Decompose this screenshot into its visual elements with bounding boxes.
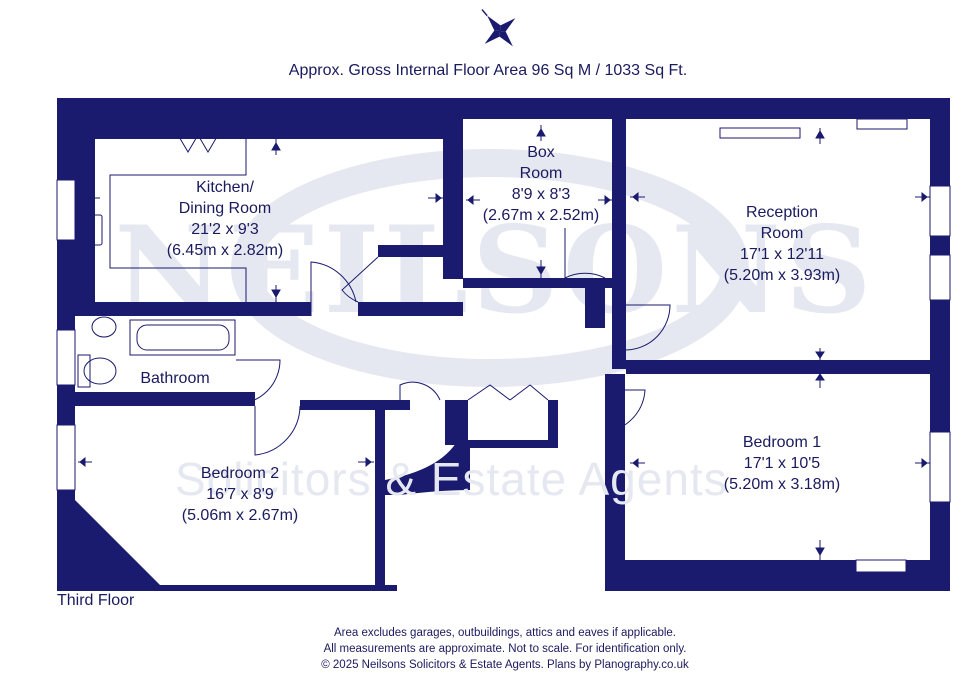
room-name: Bathroom <box>140 370 210 387</box>
room-dimensions-imperial: 17'1 x 10'5 <box>743 455 821 472</box>
room-name: Reception <box>745 204 819 221</box>
footer-line-1: Area excludes garages, outbuildings, att… <box>333 627 677 639</box>
room-name: Room <box>760 225 804 242</box>
room-name: Kitchen/ <box>196 179 254 196</box>
room-name: Dining Room <box>178 200 272 217</box>
floor-label: Third Floor <box>57 592 135 609</box>
room-name: Bedroom 2 <box>200 465 280 482</box>
room-dimensions-imperial: 8'9 x 8'3 <box>511 186 571 203</box>
room-name: Bedroom 1 <box>742 434 822 451</box>
room-dimensions-imperial: 16'7 x 8'9 <box>206 486 274 503</box>
dimension-arrows <box>78 125 930 560</box>
room-dimensions-metric: (6.45m x 2.82m) <box>166 242 284 259</box>
room-label-bedroom2: Bedroom 2 16'7 x 8'9 (5.06m x 2.67m) <box>165 463 315 526</box>
watermark-brand: NEILSONS <box>114 200 875 341</box>
room-name: Box <box>527 144 555 161</box>
room-dimensions-imperial: 21'2 x 9'3 <box>191 221 259 238</box>
footer-line-2: All measurements are approximate. Not to… <box>323 643 687 655</box>
room-dimensions-metric: (5.06m x 2.67m) <box>181 507 299 524</box>
watermark-tagline: Solicitors & Estate Agents <box>175 453 728 505</box>
room-dimensions-imperial: 17'1 x 12'11 <box>739 246 825 263</box>
floor-area-title: Approx. Gross Internal Floor Area 96 Sq … <box>288 62 688 79</box>
room-name: Room <box>519 165 563 182</box>
room-label-bathroom: Bathroom <box>130 368 220 389</box>
room-dimensions-metric: (5.20m x 3.93m) <box>723 267 841 284</box>
room-label-kitchen: Kitchen/ Dining Room 21'2 x 9'3 (6.45m x… <box>150 177 300 261</box>
door-swings <box>235 228 671 456</box>
windows <box>56 118 951 573</box>
compass-rose-icon <box>481 9 516 47</box>
room-label-box: Box Room 8'9 x 8'3 (2.67m x 2.52m) <box>470 142 612 226</box>
room-label-bedroom1: Bedroom 1 17'1 x 10'5 (5.20m x 3.18m) <box>704 432 860 495</box>
footer-line-3: © 2025 Neilsons Solicitors & Estate Agen… <box>321 659 689 671</box>
room-label-reception: Reception Room 17'1 x 12'11 (5.20m x 3.9… <box>700 202 864 286</box>
room-dimensions-metric: (2.67m x 2.52m) <box>482 207 600 224</box>
kitchen-fixtures <box>77 120 247 302</box>
room-dimensions-metric: (5.20m x 3.18m) <box>723 476 841 493</box>
bathroom-fixtures <box>77 316 236 388</box>
